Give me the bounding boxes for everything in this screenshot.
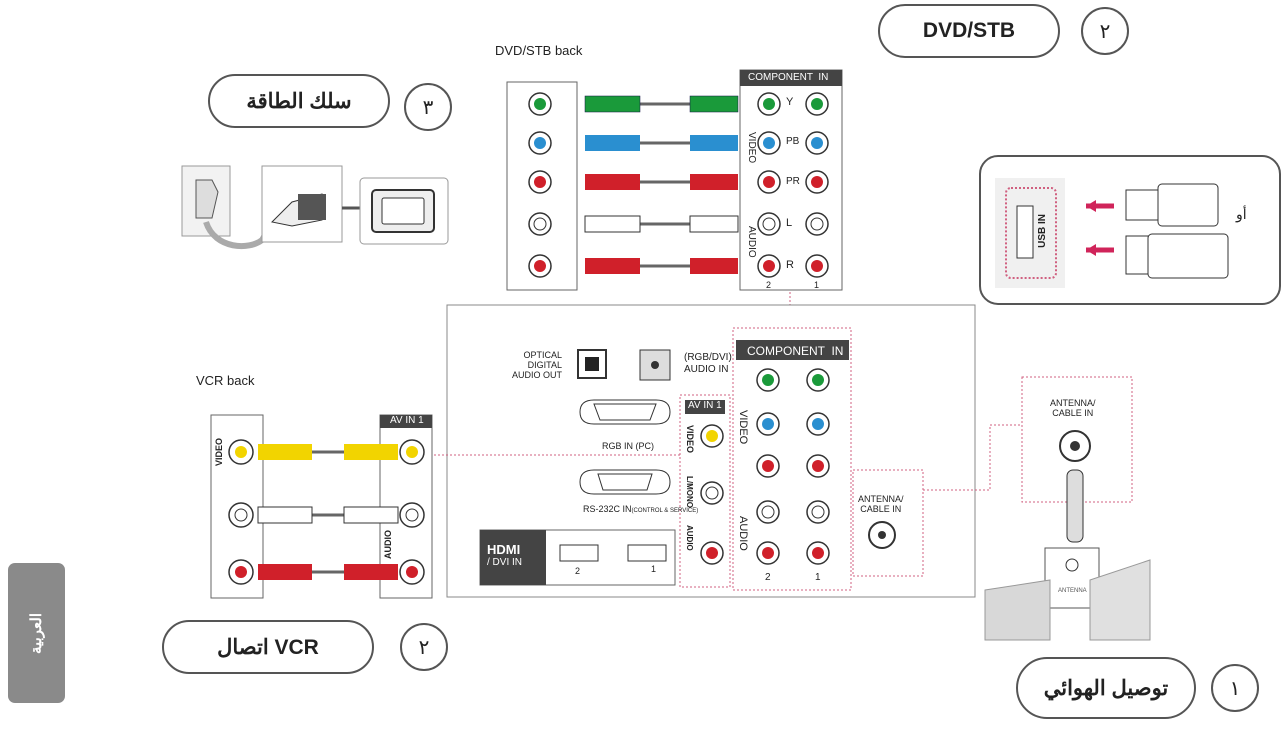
dvd-y-label: Y — [786, 96, 794, 108]
hdmi2-label: 2 — [575, 566, 581, 576]
language-side-tab[interactable]: العربية — [8, 563, 65, 703]
tv-audio-label: AUDIO — [737, 516, 749, 551]
dvd-cables — [584, 95, 739, 274]
vcr-audio-label: AUDIO — [383, 530, 393, 559]
step-dvd-number: ٢ — [1081, 7, 1129, 55]
dvd-back-label: DVD/STB back — [495, 43, 583, 58]
vcr-panel — [210, 414, 433, 599]
antenna-cable-in-label: ANTENNA/ CABLE IN — [1050, 398, 1096, 418]
dvd-component-jacks — [757, 92, 829, 278]
step-dvd-title: DVD/STB — [878, 4, 1060, 58]
tv-back-panel — [446, 304, 976, 598]
hdmi-logo: HDMI — [487, 542, 521, 557]
vcr-video-label: VIDEO — [214, 438, 224, 467]
dvd-r-label: R — [786, 259, 794, 271]
antenna-building-label: ANTENNA — [1058, 588, 1087, 594]
tv-antenna-label: ANTENNA/ CABLE IN — [858, 494, 904, 514]
vcr-av-in-header: AV IN 1 — [390, 415, 424, 426]
dvd-l-label: L — [786, 217, 793, 229]
dvi-in-label: / DVI IN — [487, 557, 523, 568]
dvd-pb-label: PB — [786, 136, 800, 147]
tv-video-label: VIDEO — [737, 410, 749, 445]
step-power-title: سلك الطاقة — [208, 74, 390, 128]
rgb-in-label: RGB IN (PC) — [602, 441, 655, 451]
rs232-label: RS-232C IN(CONTROL & SERVICE) — [583, 504, 699, 514]
dvd-video-label: VIDEO — [746, 132, 757, 164]
step-vcr-number: ٢ — [400, 623, 448, 671]
step-power-number: ٣ — [404, 83, 452, 131]
tv-component-header: COMPONENT IN — [747, 344, 844, 358]
power-cord-illustration — [181, 165, 449, 249]
av-audio-label: AUDIO — [685, 525, 694, 551]
tv-col2-label: 2 — [765, 572, 771, 583]
hdmi1-label: 1 — [651, 564, 657, 574]
dvd-component-header: COMPONENT IN — [748, 72, 829, 83]
optical-audio-out-label: OPTICAL DIGITAL AUDIO OUT — [512, 350, 563, 380]
step-antenna-number: ١ — [1211, 664, 1259, 712]
dvd-audio-label: AUDIO — [746, 226, 757, 258]
usb-in-label: USB IN — [1037, 214, 1048, 248]
dvd-pr-label: PR — [786, 176, 800, 187]
av-video-label: VIDEO — [685, 425, 695, 454]
usb-box — [979, 155, 1281, 305]
step-vcr-title: اتصال VCR — [162, 620, 374, 674]
vcr-back-label: VCR back — [196, 373, 255, 388]
step-antenna-title: توصيل الهوائي — [1016, 657, 1196, 719]
dvd-back-jacks — [528, 92, 552, 278]
rgb-dvi-audio-in-label: (RGB/DVI) AUDIO IN — [684, 352, 732, 375]
antenna-box — [984, 376, 1151, 641]
dvd-col2-label: 2 — [766, 280, 772, 290]
usb-or-label: أو — [1236, 206, 1247, 222]
dvd-col1-label: 1 — [814, 280, 820, 290]
tv-col1-label: 1 — [815, 572, 821, 583]
av-lmono-label: L/MONO — [685, 476, 694, 508]
av-in-header: AV IN 1 — [688, 400, 722, 411]
